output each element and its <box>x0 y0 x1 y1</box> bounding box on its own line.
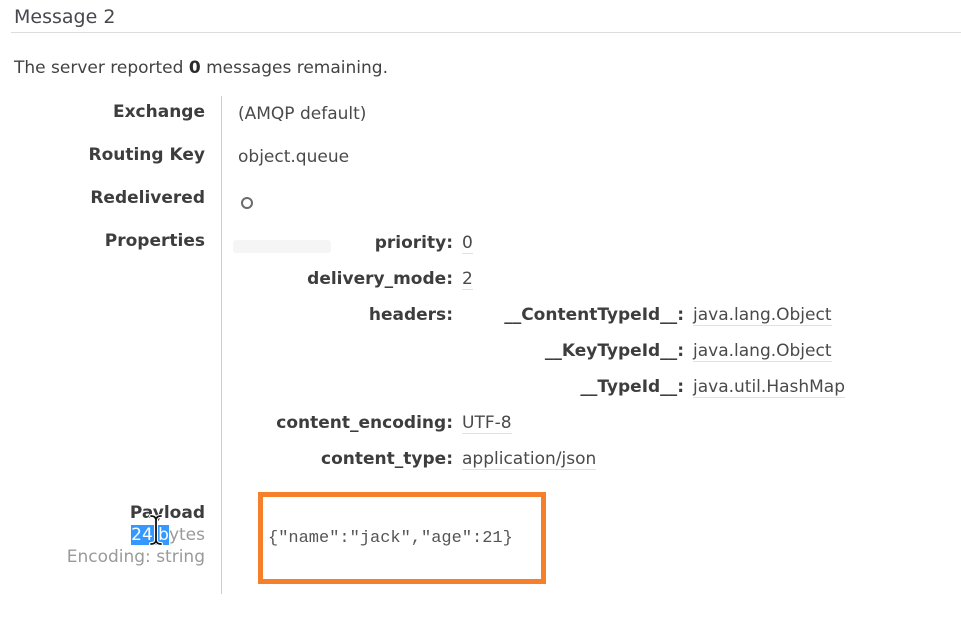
payload-size-rest-text: ytes <box>168 525 205 545</box>
properties-value: priority 0 delivery_mode 2 headers __Con… <box>221 225 961 482</box>
header-value: java.lang.Object <box>693 305 832 326</box>
remaining-count: 0 <box>188 58 201 78</box>
property-value: 0 <box>462 233 473 254</box>
routing-key-label: Routing Key <box>88 145 205 165</box>
faded-artifact <box>233 240 331 253</box>
exchange-value: (AMQP default) <box>221 96 961 139</box>
redelivered-value <box>221 182 961 225</box>
property-name: headers <box>238 305 453 397</box>
header-row: __TypeId__ java.util.HashMap <box>453 377 846 398</box>
empty-circle-icon <box>241 197 253 209</box>
redelivered-label: Redelivered <box>90 188 205 208</box>
property-value: application/json <box>462 449 597 470</box>
property-value: UTF-8 <box>462 413 512 434</box>
property-name: delivery_mode <box>238 269 453 289</box>
property-row-content-encoding: content_encoding UTF-8 <box>238 413 961 434</box>
header-name: __ContentTypeId__ <box>453 305 684 325</box>
property-row-delivery-mode: delivery_mode 2 <box>238 269 961 290</box>
property-name: content_encoding <box>238 413 453 433</box>
server-summary: The server reported 0 messages remaining… <box>14 57 388 79</box>
payload-label-block: Payload 24 bytes Encoding: string <box>0 482 221 594</box>
header-row: __KeyTypeId__ java.lang.Object <box>453 341 845 362</box>
payload-encoding: Encoding: string <box>66 547 205 567</box>
payload-content: {"name":"jack","age":21} <box>268 528 513 548</box>
property-name: priority <box>238 233 453 253</box>
header-value: java.util.HashMap <box>693 377 846 398</box>
page-title: Message 2 <box>14 6 116 28</box>
text-cursor-icon <box>149 514 163 546</box>
payload-size-selected-text: 24 b <box>131 525 169 545</box>
properties-label: Properties <box>104 231 205 251</box>
summary-prefix: The server reported <box>14 58 189 78</box>
headers-sub-table: __ContentTypeId__ java.lang.Object __Key… <box>453 305 846 398</box>
payload-size: 24 bytes <box>0 524 205 546</box>
property-row-priority: priority 0 <box>238 233 961 254</box>
title-divider <box>11 32 961 33</box>
payload-content-box: {"name":"jack","age":21} <box>258 492 546 584</box>
summary-suffix: messages remaining. <box>200 58 388 78</box>
header-name: __KeyTypeId__ <box>453 341 684 361</box>
message-detail-table: Exchange (AMQP default) Routing Key obje… <box>0 96 961 594</box>
header-name: __TypeId__ <box>453 377 684 397</box>
property-name: content_type <box>238 449 453 469</box>
property-row-headers: headers __ContentTypeId__ java.lang.Obje… <box>238 305 961 398</box>
property-value: 2 <box>462 269 473 290</box>
routing-key-value: object.queue <box>221 139 961 182</box>
exchange-label: Exchange <box>112 102 205 122</box>
property-row-content-type: content_type application/json <box>238 449 961 470</box>
payload-value-cell: {"name":"jack","age":21} <box>221 482 961 594</box>
header-value: java.lang.Object <box>693 341 832 362</box>
header-row: __ContentTypeId__ java.lang.Object <box>453 305 845 326</box>
payload-label: Payload <box>129 503 205 523</box>
